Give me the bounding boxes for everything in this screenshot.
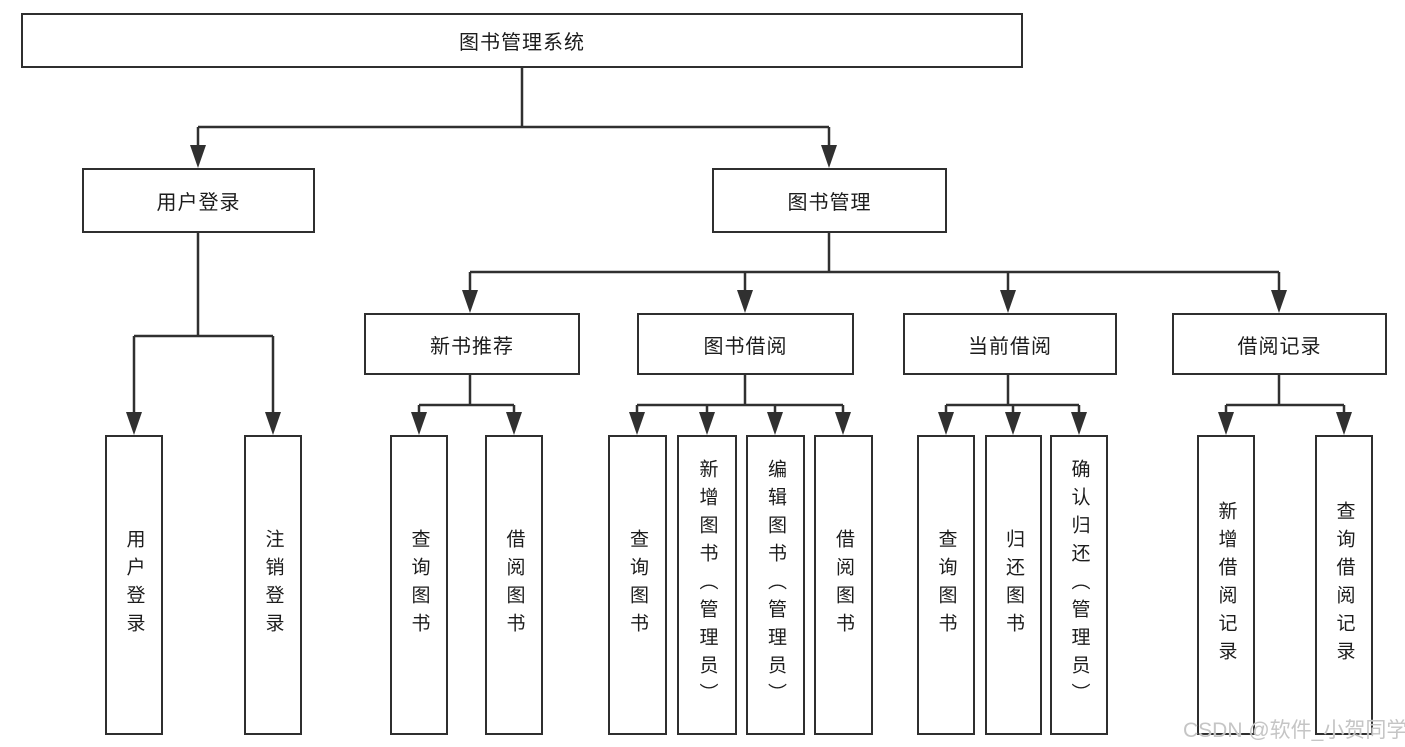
node-label: 图书管理: [787, 192, 872, 214]
node-label: 确认归还（管理员）: [1068, 459, 1090, 711]
node-label: 查询借阅记录: [1333, 501, 1355, 669]
node-user-login: 用户登录: [82, 168, 315, 233]
node-label: 查询图书: [408, 529, 430, 641]
leaf-user-login: 用户登录: [105, 435, 163, 735]
leaf-borrowing-query-books: 查询图书: [608, 435, 667, 735]
connector-user-login-children: [126, 233, 281, 435]
leaf-borrowing-add-books-admin: 新增图书（管理员）: [677, 435, 737, 735]
node-label: 编辑图书（管理员）: [765, 459, 786, 711]
node-label: 用户登录: [156, 192, 241, 214]
leaf-recommend-borrow-books: 借阅图书: [485, 435, 543, 735]
connector-book-management-children: [462, 233, 1287, 313]
node-new-book-recommendation: 新书推荐: [364, 313, 580, 375]
connector-book-borrowing-children: [629, 375, 851, 435]
leaf-records-add-borrow-record: 新增借阅记录: [1197, 435, 1255, 735]
node-label: 图书管理系统: [459, 32, 585, 54]
node-label: 用户登录: [123, 529, 145, 641]
leaf-current-confirm-return-admin: 确认归还（管理员）: [1050, 435, 1108, 735]
connector-borrowing-records-children: [1218, 375, 1352, 435]
leaf-current-query-books: 查询图书: [917, 435, 975, 735]
node-label: 查询图书: [627, 529, 648, 641]
node-label: 新书推荐: [430, 335, 514, 358]
connector-current-borrowing-children: [938, 375, 1087, 435]
node-library-system: 图书管理系统: [21, 13, 1023, 68]
node-label: 图书借阅: [703, 335, 788, 358]
node-label: 归还图书: [1003, 529, 1024, 641]
node-label: 借阅记录: [1237, 335, 1322, 358]
csdn-watermark: CSDN @软件_小贺同学: [1183, 719, 1405, 742]
node-label: 新增借阅记录: [1215, 501, 1237, 669]
node-label: 借阅图书: [833, 529, 854, 641]
node-label: 当前借阅: [968, 335, 1052, 358]
leaf-recommend-query-books: 查询图书: [390, 435, 448, 735]
node-label: 注销登录: [262, 529, 284, 641]
node-book-borrowing: 图书借阅: [637, 313, 854, 375]
connector-new-book-recommendation-children: [411, 375, 522, 435]
node-label: 查询图书: [935, 529, 957, 641]
leaf-borrowing-borrow-books: 借阅图书: [814, 435, 873, 735]
node-label: 新增图书（管理员）: [696, 459, 718, 711]
node-book-management: 图书管理: [712, 168, 947, 233]
node-label: 借阅图书: [503, 529, 525, 641]
leaf-borrowing-edit-books-admin: 编辑图书（管理员）: [746, 435, 805, 735]
leaf-logout: 注销登录: [244, 435, 302, 735]
leaf-records-query-borrow-record: 查询借阅记录: [1315, 435, 1373, 735]
leaf-current-return-books: 归还图书: [985, 435, 1042, 735]
node-current-borrowing: 当前借阅: [903, 313, 1117, 375]
node-borrowing-records: 借阅记录: [1172, 313, 1387, 375]
connector-root-to-level2: [190, 68, 837, 168]
